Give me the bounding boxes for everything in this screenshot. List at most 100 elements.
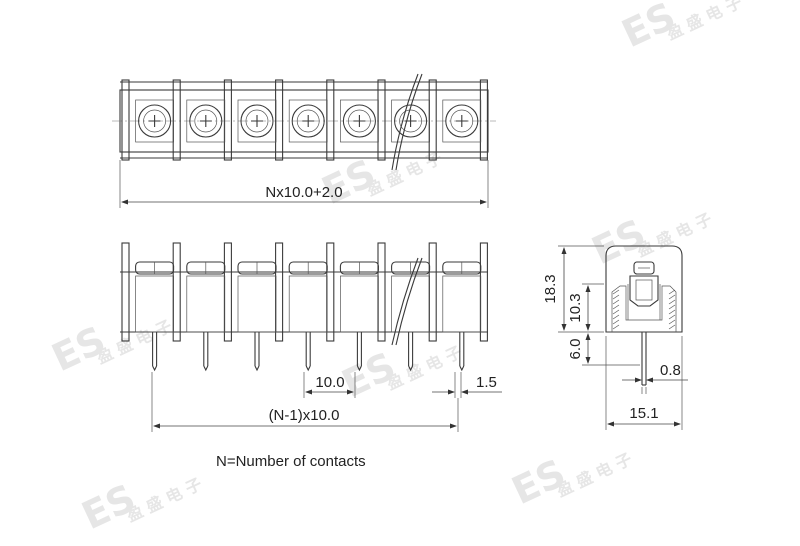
clamp-cage bbox=[186, 275, 226, 333]
hatch-line bbox=[668, 314, 676, 320]
break-line bbox=[395, 257, 423, 346]
screw-icon bbox=[291, 104, 325, 138]
barrier bbox=[172, 242, 181, 342]
hatch-line bbox=[668, 294, 676, 300]
dimension-span-label: (N-1)x10.0 bbox=[269, 407, 340, 424]
barrier bbox=[121, 79, 130, 161]
hatch-line bbox=[668, 304, 676, 310]
side-body-outline bbox=[605, 245, 683, 333]
barrier bbox=[428, 242, 437, 342]
barrier bbox=[479, 79, 488, 161]
arrowhead bbox=[448, 389, 455, 395]
watermark-chinese: 盈 盛 电 子 bbox=[123, 474, 205, 526]
hatch-line bbox=[612, 304, 620, 310]
barrier bbox=[275, 79, 284, 161]
arrowhead bbox=[480, 199, 487, 205]
hatch-line bbox=[668, 289, 676, 295]
hatch-line bbox=[612, 299, 620, 305]
terminal-cell bbox=[391, 99, 430, 143]
barrier bbox=[172, 79, 181, 161]
dimension-pin-width-label: 1.5 bbox=[476, 374, 497, 391]
screw-head-icon bbox=[633, 261, 655, 275]
arrowhead bbox=[635, 377, 642, 383]
arrowhead bbox=[305, 389, 312, 395]
barrier bbox=[275, 242, 284, 342]
arrowhead bbox=[585, 285, 591, 292]
watermark-chinese: 盈 盛 电 子 bbox=[553, 449, 635, 501]
dimension-total-height-label: 18.3 bbox=[542, 274, 559, 303]
break-line bbox=[391, 257, 419, 346]
screw-cross-slot bbox=[251, 115, 263, 127]
screw-washer bbox=[399, 109, 422, 133]
barrier bbox=[377, 242, 386, 342]
hatch-line bbox=[668, 319, 676, 325]
screw-washer bbox=[143, 109, 166, 133]
side-cavity-wall bbox=[627, 284, 661, 320]
arrowhead bbox=[646, 377, 653, 383]
screw-washer bbox=[194, 109, 218, 133]
screw-cross-slot bbox=[148, 115, 161, 127]
barrier bbox=[121, 242, 130, 342]
top-view: Nx10.0+2.0 bbox=[112, 73, 496, 208]
screw-icon bbox=[342, 104, 376, 138]
pin-tip bbox=[152, 365, 158, 372]
dimension-pin-thickness-label: 0.8 bbox=[660, 362, 681, 379]
pin-tip bbox=[305, 365, 311, 372]
arrowhead bbox=[607, 421, 614, 427]
barrier bbox=[428, 79, 437, 161]
terminal-cell bbox=[442, 99, 482, 143]
hatch-line bbox=[612, 319, 620, 325]
watermark-group: ES 盈 盛 电 子 ES 盈 盛 电 子 ES 盈 盛 电 子 ES 盈 盛 … bbox=[45, 0, 745, 538]
clamp-cage bbox=[340, 275, 379, 333]
dimension-pitch-label: 10.0 bbox=[315, 374, 344, 391]
screw-washer bbox=[450, 109, 474, 133]
clamp-window bbox=[635, 279, 653, 301]
pin-tip bbox=[459, 365, 465, 372]
barrier bbox=[479, 242, 488, 342]
clamp-body bbox=[629, 275, 659, 307]
arrowhead bbox=[585, 324, 591, 331]
hatch-line bbox=[612, 309, 620, 315]
arrowhead bbox=[347, 389, 354, 395]
hatch-line bbox=[668, 309, 676, 315]
clamp-cage bbox=[135, 275, 174, 333]
clamp-cage bbox=[442, 275, 482, 333]
clamp-cage bbox=[237, 275, 277, 333]
arrowhead bbox=[450, 423, 457, 429]
watermark-chinese: 盈 盛 电 子 bbox=[363, 148, 445, 200]
break-line bbox=[395, 73, 423, 171]
arrowhead bbox=[561, 324, 567, 331]
hatch-line bbox=[612, 314, 620, 320]
arrowhead bbox=[585, 333, 591, 340]
side-cavity bbox=[611, 285, 677, 332]
note-text: N=Number of contacts bbox=[216, 453, 366, 470]
dimension-pin-length-label: 6.0 bbox=[567, 339, 584, 360]
screw-washer bbox=[296, 109, 320, 133]
terminal-cell bbox=[186, 99, 226, 143]
hatch-line bbox=[668, 299, 676, 305]
arrowhead bbox=[674, 421, 681, 427]
clamp-cage bbox=[391, 275, 430, 333]
barrier bbox=[326, 79, 335, 161]
front-view: 10.0 1.5 (N-1)x10.0 bbox=[120, 242, 502, 432]
screw-icon bbox=[394, 104, 428, 138]
watermark-chinese: 盈 盛 电 子 bbox=[633, 209, 715, 261]
pin-tip bbox=[254, 365, 260, 372]
screw-icon bbox=[240, 104, 274, 138]
pin-tip bbox=[408, 365, 414, 372]
watermark-chinese: 盈 盛 电 子 bbox=[383, 342, 465, 394]
barrier bbox=[223, 79, 232, 161]
screw-cross-slot bbox=[455, 115, 468, 127]
clamp-cage bbox=[288, 275, 328, 333]
arrowhead bbox=[153, 423, 160, 429]
screw-icon bbox=[445, 104, 479, 138]
screw-washer bbox=[348, 109, 371, 133]
barrier bbox=[377, 79, 386, 161]
watermark-chinese: 盈 盛 电 子 bbox=[93, 316, 175, 368]
dimension-depth-label: 15.1 bbox=[629, 405, 658, 422]
screw-cross-slot bbox=[353, 115, 366, 127]
pin-tip bbox=[203, 365, 209, 372]
arrowhead bbox=[121, 199, 128, 205]
